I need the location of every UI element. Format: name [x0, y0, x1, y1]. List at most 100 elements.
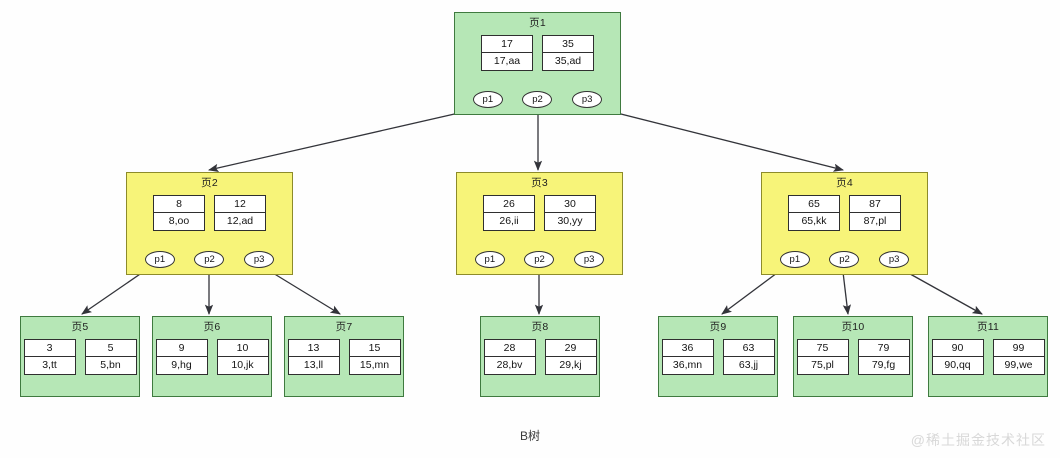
node-title: 页3	[531, 177, 548, 189]
cell-key: 3	[24, 340, 75, 357]
pointer-p2[interactable]: p2	[194, 251, 225, 268]
cell-key: 36	[662, 340, 713, 357]
cell-value: 35,ad	[554, 54, 582, 67]
cell-key: 29	[545, 340, 596, 357]
cell-key: 12	[215, 196, 265, 213]
node-pointers: p1 p2 p3	[762, 251, 927, 268]
cell-value: 12,ad	[226, 214, 254, 227]
pointer-p3[interactable]: p3	[572, 91, 603, 108]
edge-page4-p3-to-page11	[902, 269, 983, 315]
cell-value: 65,kk	[801, 214, 827, 227]
pointer-p2[interactable]: p2	[829, 251, 860, 268]
node-title: 页5	[71, 321, 89, 333]
node-title: 页9	[709, 321, 727, 333]
cell-value: 5,bn	[100, 358, 121, 371]
cell-value: 9,hg	[171, 358, 192, 371]
node-title: 页8	[531, 321, 549, 333]
edge-page2-p1-to-page5	[81, 269, 147, 315]
edge-page1-p3-to-page4	[604, 109, 845, 172]
diagram-caption: B树	[519, 429, 540, 443]
cell-value: 79,fg	[871, 358, 896, 371]
cell-value: 87,pl	[863, 214, 887, 227]
cell-value: 10,jk	[231, 358, 254, 371]
pointer-p2[interactable]: p2	[524, 251, 555, 268]
cell-value: 8,oo	[168, 214, 190, 227]
cell-value: 30,yy	[557, 214, 583, 227]
cell-key: 17	[482, 36, 532, 53]
node-pointers: p1 p2 p3	[455, 91, 620, 108]
cell-value: 36,mn	[672, 358, 703, 371]
edge-page4-p1-to-page9	[721, 269, 782, 315]
cell-value: 13,ll	[303, 358, 324, 371]
cell-key: 87	[850, 196, 900, 213]
cell-key: 90	[932, 340, 983, 357]
cell-value: 29,kj	[559, 358, 582, 371]
cell-key: 10	[217, 340, 268, 357]
cell-key: 63	[723, 340, 774, 357]
pointer-p3[interactable]: p3	[879, 251, 910, 268]
node-title: 页4	[836, 177, 853, 189]
cell-value: 15,mn	[359, 358, 390, 371]
watermark: @稀土掘金技术社区	[910, 432, 1046, 448]
cell-key: 30	[545, 196, 595, 213]
node-title: 页2	[201, 177, 218, 189]
pointer-p3[interactable]: p3	[574, 251, 605, 268]
cell-value: 90,qq	[944, 358, 971, 371]
pointer-p1[interactable]: p1	[144, 251, 175, 268]
cell-key: 9	[156, 340, 207, 357]
pointer-p1[interactable]: p1	[472, 91, 503, 108]
cell-value: 17,aa	[493, 54, 521, 67]
cell-value: 99,we	[1004, 358, 1033, 371]
pointer-p1[interactable]: p1	[474, 251, 505, 268]
pointer-p2[interactable]: p2	[522, 91, 553, 108]
node-title: 页1	[529, 17, 546, 29]
cell-value: 63,jj	[738, 358, 759, 371]
pointer-p3[interactable]: p3	[244, 251, 275, 268]
edge-page4-p2-to-page10	[842, 271, 852, 316]
node-title: 页7	[335, 321, 353, 333]
pointer-p1[interactable]: p1	[779, 251, 810, 268]
node-title: 页11	[977, 321, 999, 333]
cell-key: 79	[858, 340, 909, 357]
cell-key: 15	[349, 340, 400, 357]
